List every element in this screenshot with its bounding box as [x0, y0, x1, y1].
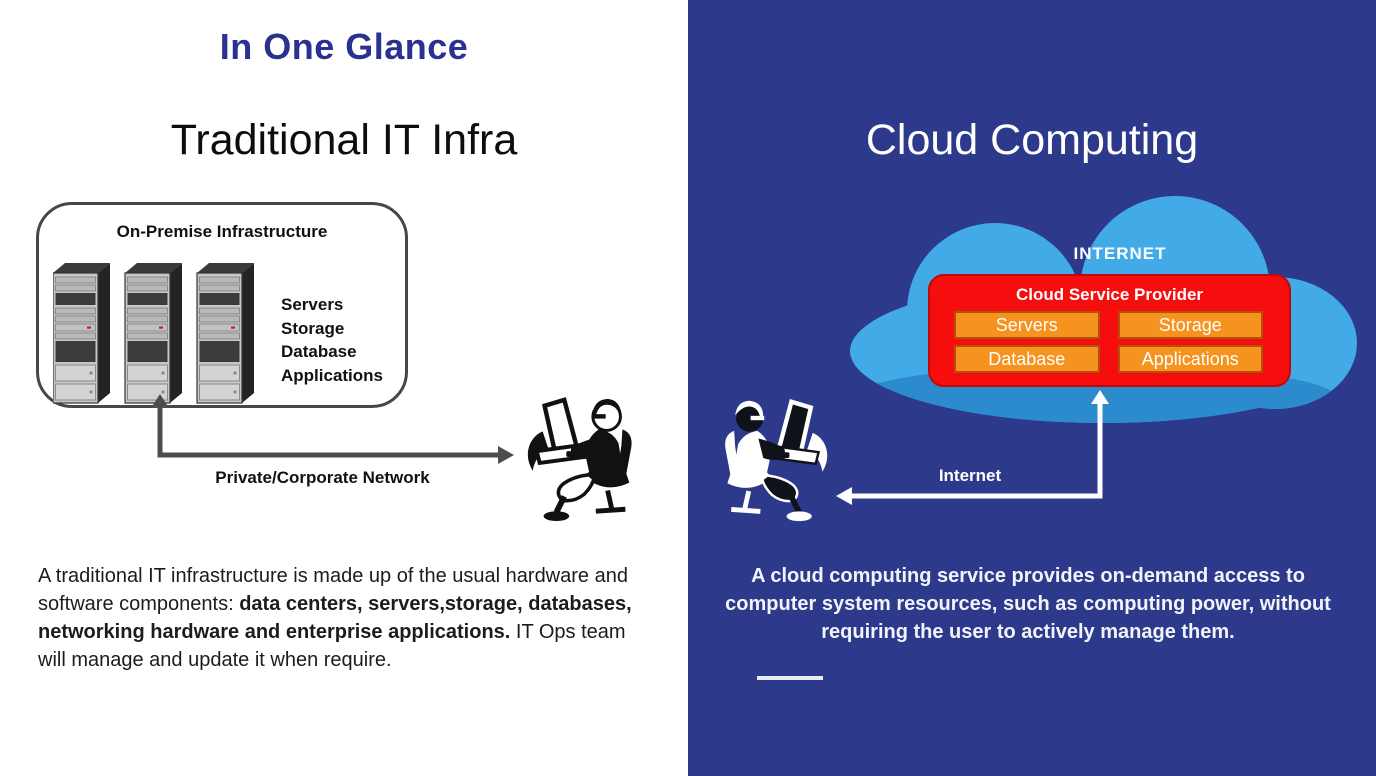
service-item-database: Database: [954, 345, 1100, 373]
user-at-computer-icon: [527, 397, 632, 522]
left-heading: Traditional IT Infra: [170, 116, 518, 164]
private-network-label: Private/Corporate Network: [215, 468, 430, 487]
cloud-service-provider-box: Cloud Service Provider Servers Storage D…: [928, 274, 1291, 387]
internet-arrow: [836, 390, 1109, 505]
left-panel: In One Glance Traditional IT Infra On-Pr…: [36, 26, 638, 674]
left-description: A traditional IT infrastructure is made …: [38, 562, 638, 674]
internet-cloud-label: INTERNET: [1073, 244, 1167, 263]
user-at-computer-icon: [725, 399, 828, 522]
provider-title: Cloud Service Provider: [1015, 285, 1204, 304]
left-description-part2: IT Ops team will manage and update it wh…: [38, 621, 626, 671]
service-grid: Servers Storage Database Applications: [954, 311, 1263, 373]
slide-title: In One Glance: [219, 26, 469, 67]
onprem-box-title: On-Premise Infrastructure: [116, 222, 328, 241]
service-item-storage: Storage: [1117, 311, 1263, 339]
component-label: Servers: [281, 295, 344, 314]
underline-mark: [757, 676, 823, 680]
server-rack-group: [53, 263, 255, 404]
left-description-part1: A traditional IT infrastructure is made …: [38, 565, 628, 615]
server-tower-icon: [124, 263, 183, 404]
onprem-component-list: Servers Storage Database Applications: [281, 293, 383, 387]
right-description: A cloud computing service provides on-de…: [725, 565, 1331, 643]
internet-label: Internet: [938, 466, 1002, 485]
service-item-applications: Applications: [1117, 345, 1263, 373]
component-label: Applications: [281, 365, 384, 385]
onprem-infrastructure-box: On-Premise Infrastructure: [36, 202, 408, 408]
right-heading: Cloud Computing: [865, 116, 1199, 164]
component-label: Database: [281, 342, 357, 361]
service-item-servers: Servers: [954, 311, 1100, 339]
component-label: Storage: [281, 318, 345, 338]
left-description-bold: data centers, servers,storage, databases…: [38, 593, 632, 643]
server-tower-icon: [53, 263, 111, 404]
private-network-arrow: [151, 394, 514, 464]
server-tower-icon: [196, 263, 255, 404]
